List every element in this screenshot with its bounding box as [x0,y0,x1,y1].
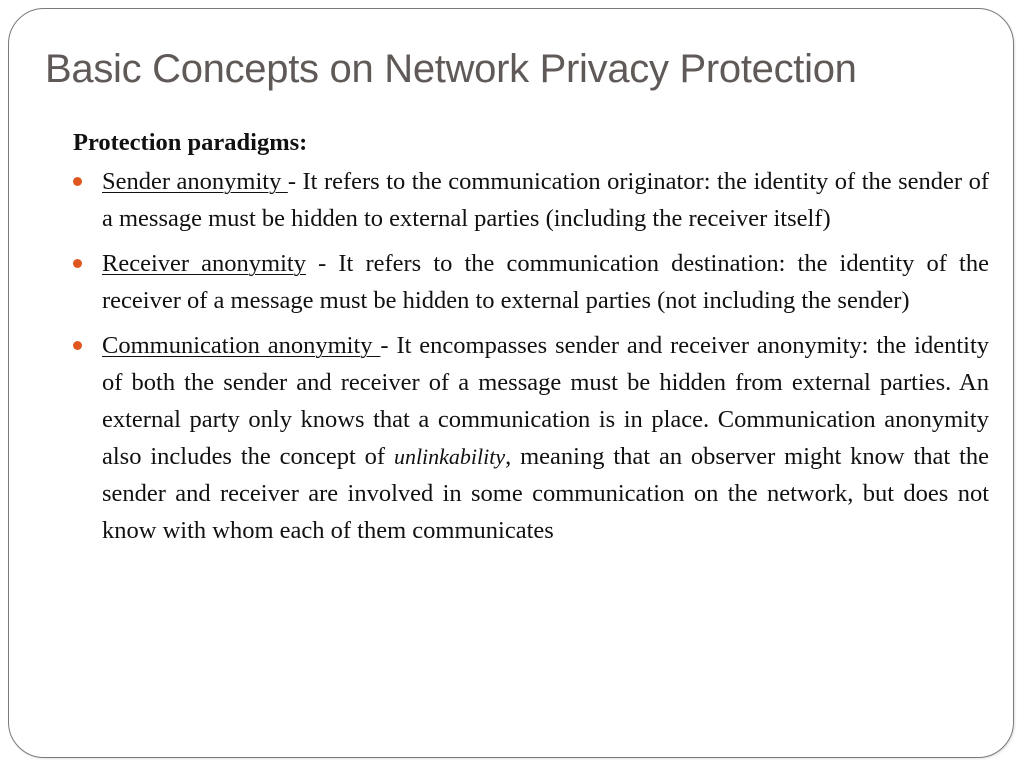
slide-frame: Basic Concepts on Network Privacy Protec… [8,8,1014,758]
section-heading: Protection paradigms: [73,129,308,156]
bullet-item-receiver-anonymity: Receiver anonymity - It refers to the co… [73,245,989,319]
emphasis-unlinkability: unlinkability [393,444,506,469]
bullet-item-sender-anonymity: Sender anonymity - It refers to the comm… [73,163,989,237]
bullet-list: Sender anonymity - It refers to the comm… [73,163,989,549]
slide-content: Protection paradigms: Sender anonymity -… [73,125,989,557]
bullet-item-communication-anonymity: Communication anonymity - It encompasses… [73,327,989,549]
definition-sender-anonymity: - It refers to the communication origina… [102,168,989,232]
bullet-dot-icon [73,177,82,186]
slide-title: Basic Concepts on Network Privacy Protec… [45,47,857,91]
term-sender-anonymity: Sender anonymity [102,168,288,195]
definition-receiver-anonymity: - It refers to the communication destina… [102,250,989,314]
term-receiver-anonymity: Receiver anonymity [102,250,306,277]
definition-communication-anonymity-part2: , meaning that an observer might know th… [102,443,989,544]
bullet-dot-icon [73,341,82,350]
bullet-dot-icon [73,259,82,268]
definition-communication-anonymity-part1: - It encompasses sender and receiver ano… [102,332,990,470]
term-communication-anonymity: Communication anonymity [102,332,381,359]
